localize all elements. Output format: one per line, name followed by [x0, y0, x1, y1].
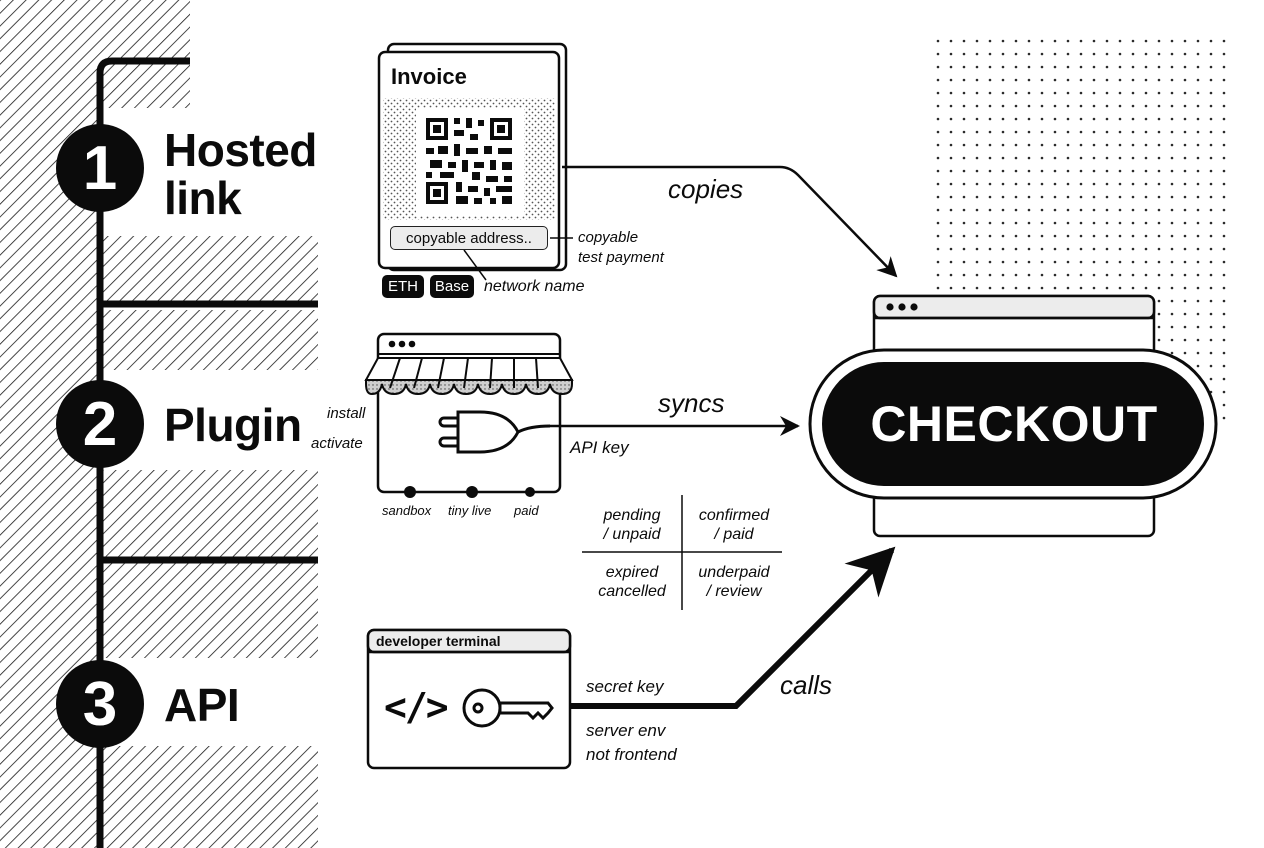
- code-icon: </>: [384, 685, 449, 729]
- copies-label: copies: [668, 174, 744, 204]
- qr-code-icon: [426, 118, 512, 204]
- timeline-rail: [96, 57, 318, 848]
- mode-sandbox: sandbox: [382, 503, 432, 518]
- address-note-line2: test payment: [578, 249, 664, 266]
- copyable-address-field: copyable address..: [390, 226, 548, 250]
- step-3-title: API: [164, 679, 240, 731]
- copies-arrow: [562, 165, 898, 278]
- step-1-title-line1: Hosted: [164, 124, 317, 176]
- status-pending-unpaid: pending / unpaid: [603, 507, 661, 543]
- activate-note: activate: [311, 435, 363, 452]
- key-icon: [462, 688, 554, 728]
- plug-icon: [438, 410, 551, 454]
- step-1-number: 1: [56, 124, 144, 212]
- syncs-label: syncs: [658, 388, 725, 418]
- terminal-title: developer terminal: [376, 633, 501, 649]
- install-note: install: [327, 405, 366, 422]
- checkout-label: CHECKOUT: [870, 396, 1158, 452]
- status-confirmed-paid: confirmed / paid: [698, 507, 770, 543]
- step-2-title: Plugin: [164, 399, 302, 451]
- step-1-title-line2: link: [164, 172, 242, 224]
- api-key-note: API key: [570, 438, 629, 457]
- mode-paid: paid: [514, 503, 539, 518]
- step-3-number: 3: [56, 660, 144, 748]
- network-chip-eth: ETH: [382, 275, 424, 298]
- checkout-button: [808, 348, 1218, 500]
- server-env-note-line1: server env: [586, 721, 666, 740]
- step-2-number: 2: [56, 380, 144, 468]
- status-expired-cancelled: expired cancelled: [598, 564, 666, 600]
- address-note-line1: copyable: [578, 229, 639, 246]
- calls-arrow: [570, 546, 896, 709]
- status-underpaid-review: underpaid / review: [698, 564, 770, 600]
- status-matrix-grid: [582, 495, 782, 610]
- annotation-leaders: [463, 237, 573, 281]
- mode-tiny-live: tiny live: [448, 503, 492, 518]
- calls-label: calls: [780, 670, 833, 700]
- secret-key-note: secret key: [586, 677, 664, 696]
- invoice-card-title: Invoice: [391, 64, 467, 89]
- server-env-note-line2: not frontend: [586, 745, 677, 764]
- network-name-note: network name: [484, 278, 585, 295]
- network-chip-base: Base: [430, 275, 474, 298]
- left-hatch-band: [0, 0, 318, 848]
